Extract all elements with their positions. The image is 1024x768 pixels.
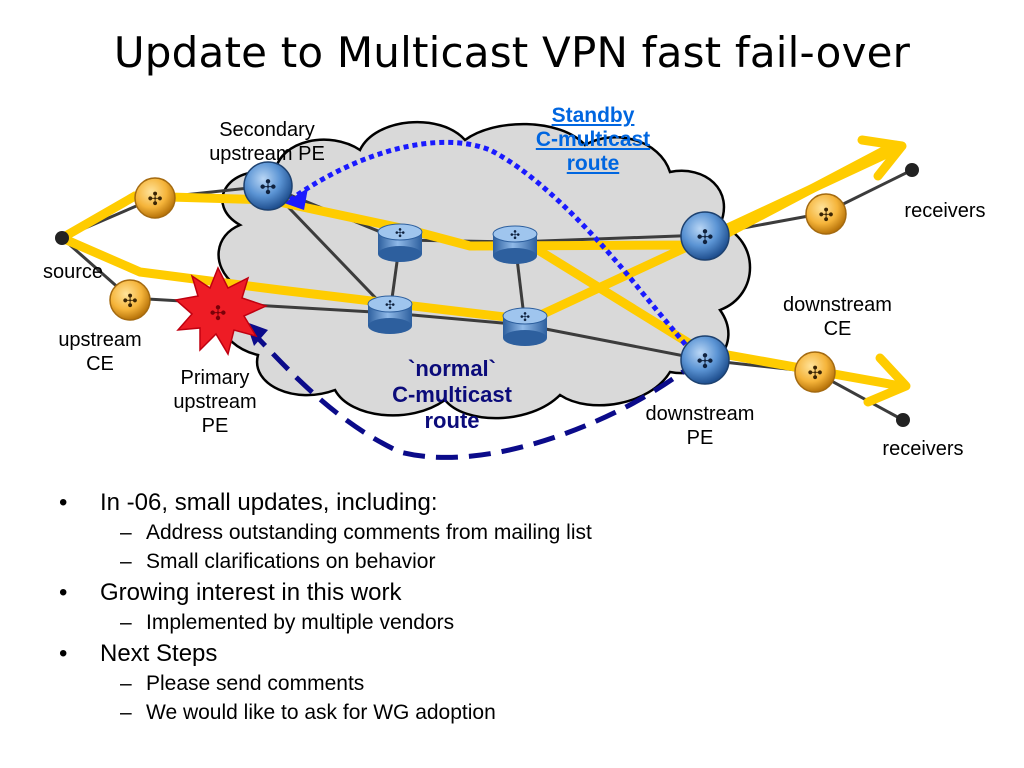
network-diagram: ✣ ✣ ✣ ✣ ✣ ✣ ✣ ✣ ✣ <box>55 120 919 460</box>
label-source: source <box>42 261 104 283</box>
failure-burst-icon <box>174 266 269 356</box>
svg-text:✣: ✣ <box>818 205 833 226</box>
source-dot <box>55 231 69 245</box>
ce-router: ✣ <box>109 279 151 321</box>
label-receivers-top: receivers <box>904 200 986 222</box>
pe-router-secondary: ✣ <box>243 161 293 211</box>
svg-text:✣: ✣ <box>385 298 395 312</box>
svg-text:✣: ✣ <box>510 228 520 242</box>
sub-bullet-list: Please send comments We would like to as… <box>100 669 592 727</box>
sub-bullet-item: Implemented by multiple vendors <box>100 608 592 637</box>
sub-bullet-item: Small clarifications on behavior <box>100 547 592 576</box>
sub-bullet-item: Please send comments <box>100 669 592 698</box>
pe-router-downstream: ✣ <box>680 211 730 261</box>
standby-route <box>288 139 707 370</box>
bullet-list: In -06, small updates, including: Addres… <box>55 486 592 727</box>
p-router: ✣ <box>367 295 413 334</box>
standby-arrowhead <box>284 188 308 210</box>
receiver-dot <box>896 413 910 427</box>
svg-text:✣: ✣ <box>395 226 405 240</box>
slide-title: Update to Multicast VPN fast fail-over <box>113 28 911 77</box>
bullet-item: Next Steps Please send comments We would… <box>55 639 592 727</box>
svg-text:✣: ✣ <box>210 301 227 325</box>
svg-text:✣: ✣ <box>697 349 714 373</box>
sub-bullet-list: Address outstanding comments from mailin… <box>100 518 592 576</box>
svg-text:✣: ✣ <box>122 291 137 312</box>
link <box>389 311 526 327</box>
receiver-dot <box>905 163 919 177</box>
link <box>524 323 706 362</box>
ce-router: ✣ <box>794 351 836 393</box>
label-receivers-bottom: receivers <box>882 438 964 460</box>
svg-text:✣: ✣ <box>807 363 822 384</box>
svg-text:✣: ✣ <box>520 310 530 324</box>
multicast-path <box>57 191 140 243</box>
ce-router: ✣ <box>805 193 847 235</box>
pe-router-downstream: ✣ <box>680 335 730 385</box>
p-router: ✣ <box>502 307 548 346</box>
svg-text:✣: ✣ <box>147 189 162 210</box>
p-router: ✣ <box>377 223 423 262</box>
arrowhead-bottom <box>863 353 911 407</box>
normal-route <box>248 328 702 460</box>
arrowhead-top <box>857 135 907 181</box>
svg-text:✣: ✣ <box>697 225 714 249</box>
bullet-item: In -06, small updates, including: Addres… <box>55 488 592 576</box>
sub-bullet-list: Implemented by multiple vendors <box>100 608 592 637</box>
p-router: ✣ <box>492 225 538 264</box>
bullet-item: Growing interest in this work Implemente… <box>55 578 592 637</box>
sub-bullet-item: Address outstanding comments from mailin… <box>100 518 592 547</box>
multicast-path <box>57 145 900 325</box>
ce-router: ✣ <box>134 177 176 219</box>
sub-bullet-item: We would like to ask for WG adoption <box>100 698 592 727</box>
link <box>514 233 706 244</box>
svg-text:✣: ✣ <box>260 175 277 199</box>
